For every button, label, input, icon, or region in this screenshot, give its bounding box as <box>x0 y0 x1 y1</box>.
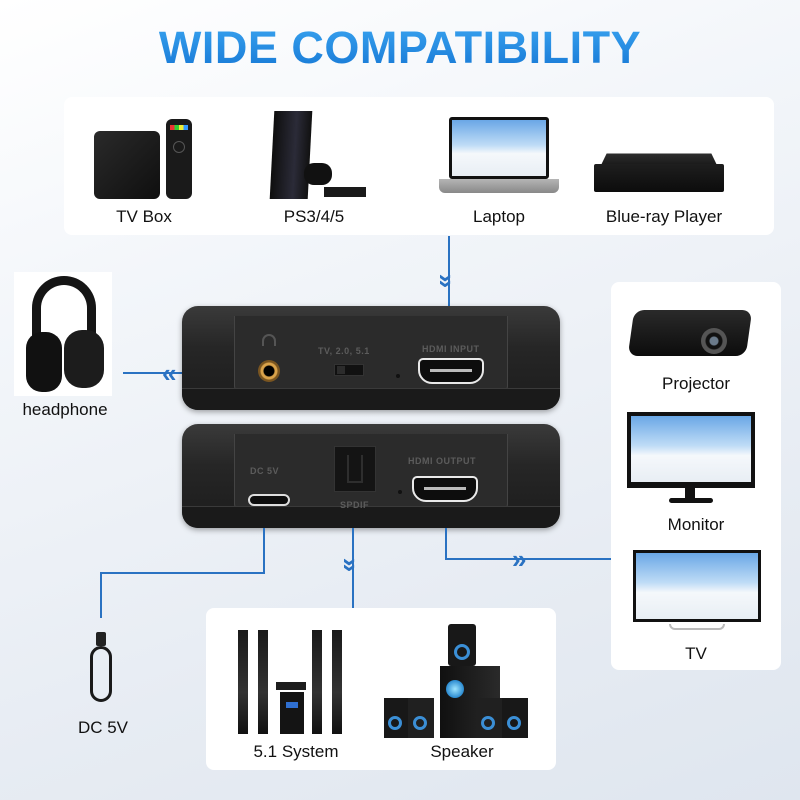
dc-input-label: DC 5V <box>250 466 280 476</box>
game-console-icon <box>264 111 366 201</box>
headphone-jack <box>258 360 280 382</box>
source-label-ps: PS3/4/5 <box>283 207 345 226</box>
hdmi-input-label: HDMI INPUT <box>422 344 480 354</box>
arrow-down-icon: » <box>432 273 463 289</box>
arrow-right-icon: » <box>512 544 527 574</box>
mode-switch-label: TV, 2.0, 5.1 <box>318 346 370 356</box>
hdmi-output-connector-line-v <box>445 528 447 560</box>
headphone-label: headphone <box>22 400 108 419</box>
audio-label-5-1-system: 5.1 System <box>253 742 339 761</box>
projector-icon <box>627 302 753 362</box>
source-label-tv-box: TV Box <box>116 207 172 226</box>
speaker-icon <box>384 624 540 740</box>
dc-connector-line-v1 <box>263 528 265 574</box>
receiver-bottom-panel: DC 5V SPDIF HDMI OUTPUT <box>182 424 560 528</box>
spdif-port[interactable] <box>334 446 376 492</box>
bluray-player-icon <box>594 152 724 194</box>
display-label-tv: TV <box>685 644 707 663</box>
status-led <box>398 490 402 494</box>
source-label-laptop: Laptop <box>473 207 525 226</box>
displays-card: Projector Monitor TV <box>611 282 781 670</box>
hdmi-input-connector-line <box>448 236 450 336</box>
power-label: DC 5V <box>77 718 129 737</box>
audio-label-speaker: Speaker <box>430 742 494 761</box>
arrow-left-icon: « <box>162 358 177 388</box>
display-label-monitor: Monitor <box>667 515 725 534</box>
status-led <box>396 374 400 378</box>
arrow-down-icon: » <box>336 557 367 573</box>
laptop-icon <box>439 117 559 197</box>
hdmi-output-connector-line-h <box>445 558 611 560</box>
headphone-port-icon <box>262 334 276 346</box>
tv-box-icon <box>94 119 204 199</box>
monitor-icon <box>627 412 755 504</box>
audio-card: 5.1 System Speaker <box>206 608 556 770</box>
receiver-top-panel: TV, 2.0, 5.1 HDMI INPUT <box>182 306 560 410</box>
dc-connector-line-v2 <box>100 572 102 618</box>
hdmi-output-label: HDMI OUTPUT <box>408 456 476 466</box>
sources-card: TV Box PS3/4/5 Laptop Blue-ray Player <box>64 97 774 235</box>
spdif-label: SPDIF <box>340 500 370 510</box>
hdmi-output-port[interactable] <box>412 476 478 502</box>
headphone-icon <box>14 272 112 396</box>
tv-icon <box>633 550 761 632</box>
hdmi-input-port[interactable] <box>418 358 484 384</box>
spdif-connector-line <box>352 528 354 610</box>
mode-switch[interactable] <box>334 364 364 376</box>
surround-system-icon <box>236 630 346 740</box>
source-label-bluray: Blue-ray Player <box>605 207 723 226</box>
display-label-projector: Projector <box>661 374 731 393</box>
usb-c-port[interactable] <box>248 494 290 506</box>
dc-connector-line-h <box>100 572 265 574</box>
page-title: WIDE COMPATIBILITY <box>0 22 800 74</box>
usb-cable-icon <box>84 632 118 704</box>
